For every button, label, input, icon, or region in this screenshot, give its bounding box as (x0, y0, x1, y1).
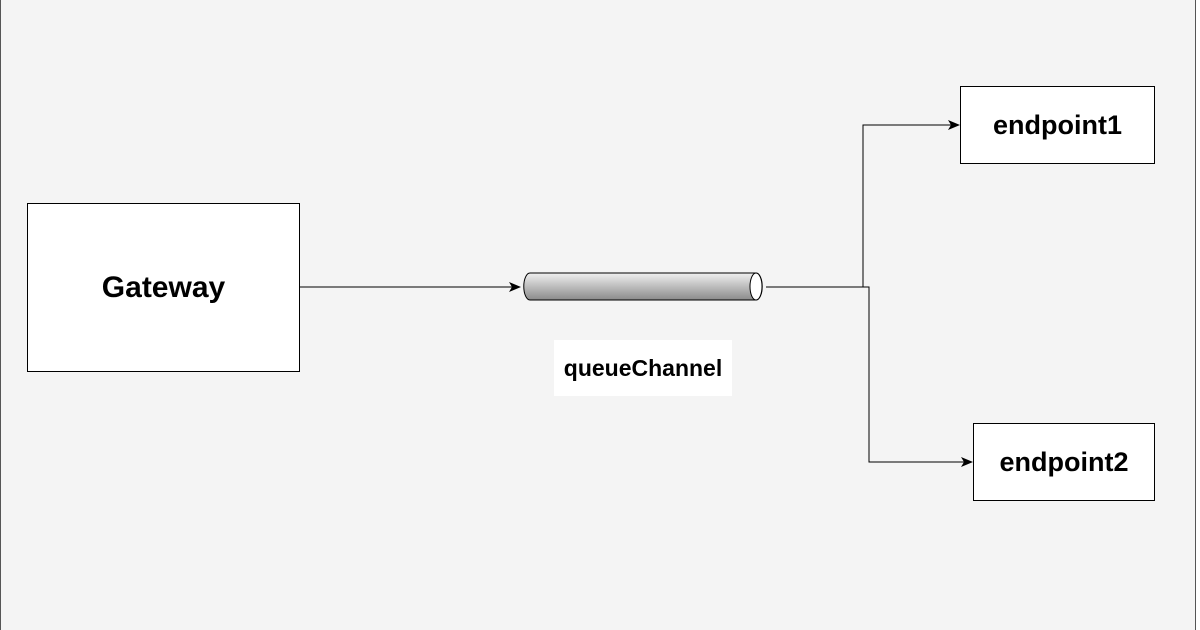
queue-channel-pipe[interactable] (523, 272, 763, 301)
endpoint2-node[interactable]: endpoint2 (973, 423, 1155, 501)
queue-channel-label: queueChannel (554, 340, 732, 396)
endpoint2-label: endpoint2 (999, 446, 1129, 477)
canvas-scrollbar[interactable] (1195, 0, 1200, 630)
edge-channel-to-endpoint2 (863, 286, 973, 467)
endpoint1-label: endpoint1 (993, 109, 1122, 140)
edge-gateway-to-channel (300, 282, 521, 292)
gateway-label: Gateway (101, 270, 226, 304)
edge-channel-to-endpoint1 (766, 120, 960, 288)
gateway-node[interactable]: Gateway (27, 203, 300, 372)
endpoint1-node[interactable]: endpoint1 (960, 86, 1155, 164)
queue-channel-label-text: queueChannel (563, 354, 723, 381)
